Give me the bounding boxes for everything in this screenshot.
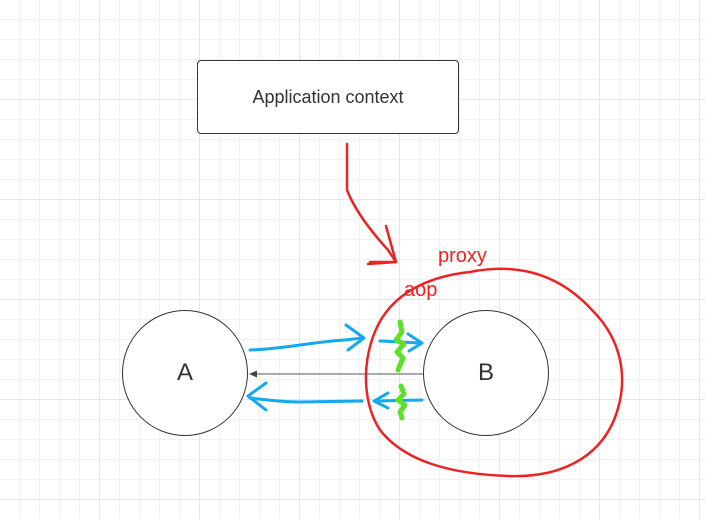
green-interceptor-mark-bottom xyxy=(395,383,408,421)
blue-return-arrow-proxy-to-a xyxy=(248,396,364,404)
blue-return-arrowhead-proxy-to-a xyxy=(246,381,268,412)
aop-annotation: aop xyxy=(404,279,438,301)
blue-call-arrowhead-a-to-proxy xyxy=(344,323,366,352)
proxy-annotation: proxy xyxy=(438,245,487,267)
blue-call-arrowhead-proxy-to-b xyxy=(406,332,424,353)
connector-b-to-a-arrowhead xyxy=(249,370,257,378)
proxy-boundary-loop xyxy=(364,267,624,478)
bean-b-label: B xyxy=(477,359,494,386)
application-context-label: Application context xyxy=(252,86,404,107)
blue-return-arrowhead-b-to-proxy xyxy=(372,391,390,410)
red-injection-arrow xyxy=(345,142,398,264)
bean-a-circle[interactable]: A xyxy=(122,310,248,436)
bean-b-circle[interactable]: B xyxy=(423,310,549,436)
application-context-box[interactable]: Application context xyxy=(197,60,459,134)
green-interceptor-mark-top xyxy=(393,319,407,373)
bean-a-label: A xyxy=(176,359,193,386)
blue-call-arrow-a-to-proxy xyxy=(248,336,364,352)
red-injection-arrowhead xyxy=(366,224,398,266)
